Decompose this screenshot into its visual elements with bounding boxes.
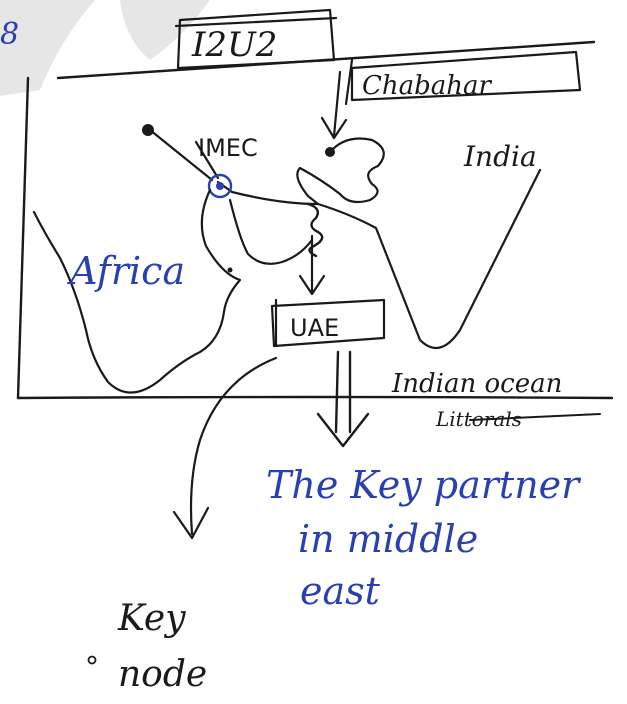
coast-scribble [306,202,324,258]
note-line2: in middle [298,517,478,561]
node-label-line1: Key [117,598,186,639]
header-box [174,8,338,70]
chabahar-dot [325,147,335,157]
africa-dot [227,267,233,273]
node-label-line2: node [118,654,207,695]
africa-label: Africa [67,249,185,293]
uae-box [270,298,386,348]
uae-label: UAE [290,314,339,342]
chabahar-box [344,50,582,106]
watermark [0,0,210,96]
note-line1: The Key partner [266,463,582,507]
chabahar-label: Chabahar [362,71,493,101]
note-line3: east [300,569,381,613]
arabia-coastline [228,198,314,265]
corner-fragment-text: 8 [0,17,19,52]
imec-label: IMEC [198,134,258,162]
region-label-line1: Indian ocean [391,369,562,399]
india-coastline [296,137,542,350]
africa-outline [32,188,242,394]
junction-node [207,173,233,199]
india-label: India [463,140,537,173]
node-bullet [87,655,97,665]
region-strike-line [469,413,601,421]
curved-arrow [172,356,278,540]
frame-bottom-line [16,395,614,400]
frame-left-line [16,76,30,400]
uae-arrow [298,234,326,296]
header-label: I2U2 [191,25,277,65]
double-arrow [316,350,370,448]
imec-start-dot [142,124,154,136]
chabahar-arrow [320,70,348,140]
